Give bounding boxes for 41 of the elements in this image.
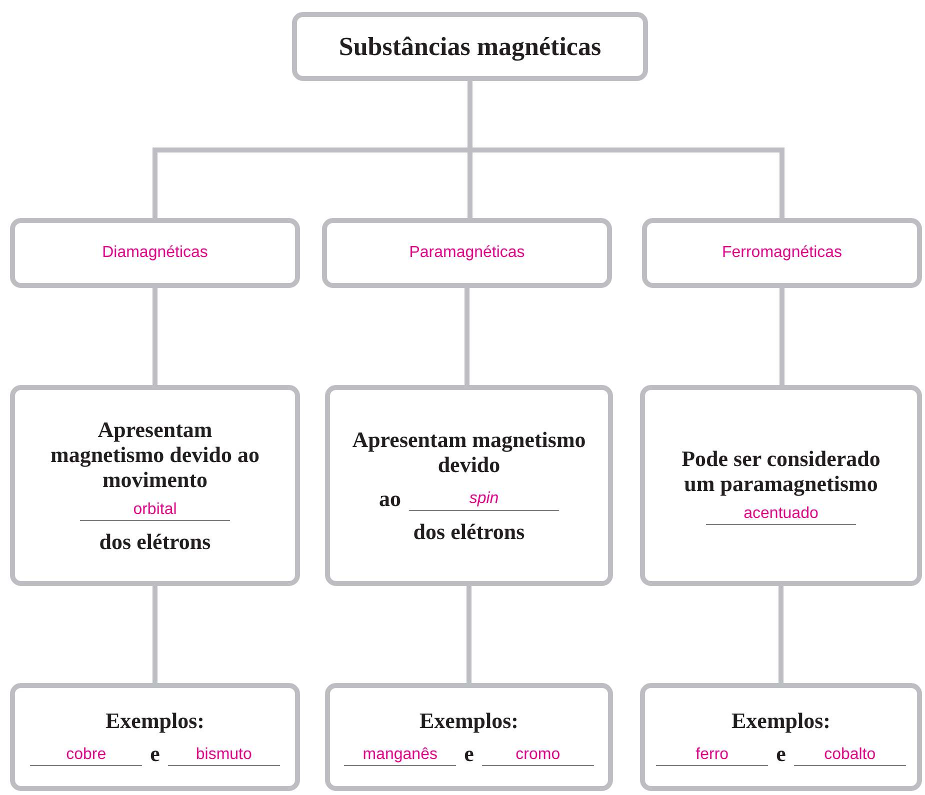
examples-box xyxy=(640,683,922,791)
filled-blank: spin xyxy=(409,490,559,511)
category-label: Ferromagnéticas xyxy=(722,244,842,262)
description-box xyxy=(640,385,922,586)
filled-blank: ferro xyxy=(656,746,768,766)
filled-blank: acentuado xyxy=(706,504,856,526)
category-label: Diamagnéticas xyxy=(102,244,208,262)
box-text: Apresentam magnetismo devido xyxy=(351,426,587,478)
filled-blank: cobre xyxy=(30,746,142,766)
box-text: Exemplos: xyxy=(732,708,830,733)
box-text: e xyxy=(776,741,786,766)
filled-blank: orbital xyxy=(80,500,230,522)
box-text: Pode ser considerado um paramagnetismo xyxy=(680,446,882,496)
category-box xyxy=(642,218,922,288)
box-text: ao xyxy=(379,486,401,511)
box-text: Exemplos: xyxy=(420,708,518,733)
connector-line xyxy=(778,584,784,685)
box-text: e xyxy=(464,741,474,766)
description-box xyxy=(10,385,300,586)
box-text: Apresentam magnetismo devido ao movimento xyxy=(50,416,260,492)
filled-blank: cobalto xyxy=(794,746,906,766)
connector-line xyxy=(466,584,472,685)
title-box xyxy=(292,12,648,81)
box-text: e xyxy=(150,741,160,766)
box-text: dos elétrons xyxy=(413,518,525,544)
box-text: dos elétrons xyxy=(99,529,211,554)
connector-line xyxy=(152,286,158,387)
connector-line xyxy=(152,584,158,685)
filled-blank: bismuto xyxy=(168,746,280,766)
box-text: Substâncias magnéticas xyxy=(338,32,602,62)
category-box xyxy=(322,218,612,288)
description-box xyxy=(325,385,613,586)
connector-line xyxy=(780,286,784,387)
filled-blank: cromo xyxy=(482,746,594,766)
filled-blank: manganês xyxy=(344,746,456,766)
category-label: Paramagnéticas xyxy=(409,244,525,262)
examples-box xyxy=(325,683,613,791)
box-text: Exemplos: xyxy=(106,708,204,733)
examples-box xyxy=(10,683,300,791)
category-box xyxy=(10,218,300,288)
connector-line xyxy=(464,286,470,387)
